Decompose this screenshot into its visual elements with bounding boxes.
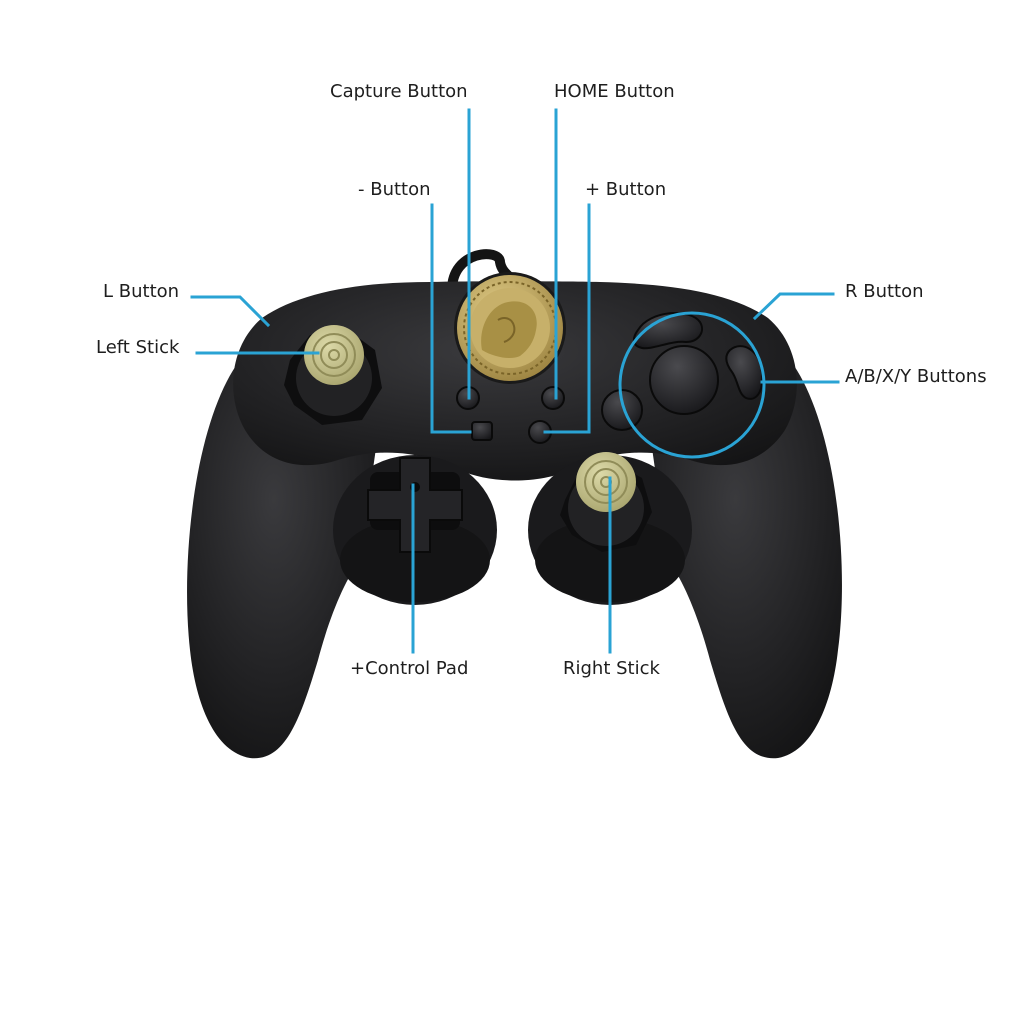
dpad-icon xyxy=(367,457,463,553)
capture-button-label: Capture Button xyxy=(330,81,468,102)
abxy-highlight-ring xyxy=(618,311,766,459)
abxy-buttons-label: A/B/X/Y Buttons xyxy=(845,366,987,387)
plus-button-label: + Button xyxy=(585,179,667,200)
face-buttons-icon xyxy=(601,311,764,431)
plus-button-icon xyxy=(541,386,565,410)
l-button-label: L Button xyxy=(103,281,180,302)
callout-lines xyxy=(190,108,840,654)
gold-portrait-medallion-icon xyxy=(454,272,566,384)
r-button-label: R Button xyxy=(845,281,924,302)
minus-button-label: - Button xyxy=(358,179,431,200)
callout-line-r-button xyxy=(752,292,835,321)
right-stick-label: Right Stick xyxy=(563,658,660,679)
callout-line-plus xyxy=(543,203,591,434)
callout-line-l-button xyxy=(190,295,271,328)
control-pad-label: +Control Pad xyxy=(350,658,469,679)
right-stick-icon xyxy=(560,452,652,552)
capture-button-icon xyxy=(471,421,493,441)
home-button-label: HOME Button xyxy=(554,81,675,102)
callout-line-minus xyxy=(430,203,472,434)
left-stick-label: Left Stick xyxy=(96,337,180,358)
